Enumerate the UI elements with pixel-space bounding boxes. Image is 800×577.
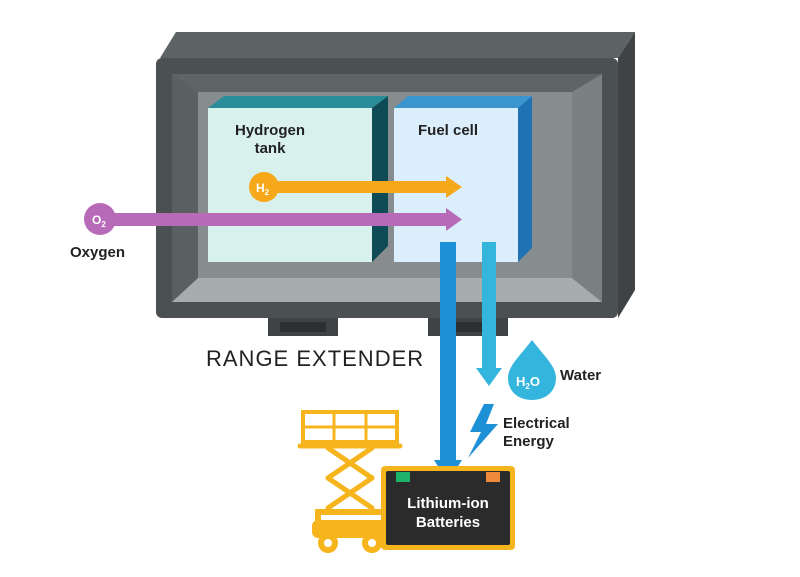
lightning-bolt-icon [468,404,498,458]
water-flow-arrow [476,242,502,386]
water-symbol: H2O [516,374,540,391]
water-drop-icon [508,340,556,400]
electrical-energy-label: Electrical Energy [503,415,570,450]
fuel-cell-label: Fuel cell [418,122,479,139]
hydrogen-tank [208,96,388,262]
oxygen-symbol: O2 [92,213,106,229]
water-label: Water [560,367,602,384]
hydrogen-tank-label: Hydrogen tank [234,122,305,157]
range-extender-title: RANGE EXTENDER [206,346,425,371]
hydrogen-flow-arrow [249,172,462,202]
lift-wheels [312,520,392,553]
fuel-cell [394,96,532,262]
lithium-ion-battery [381,466,515,550]
battery-negative-terminal [486,472,500,482]
scissor-lift [297,410,403,525]
batteries-label: Lithium-ion Batteries [407,495,489,531]
oxygen-label: Oxygen [70,244,126,261]
battery-positive-terminal [396,472,410,482]
hydrogen-symbol: H2 [256,181,270,197]
oxygen-flow-arrow [84,203,462,235]
